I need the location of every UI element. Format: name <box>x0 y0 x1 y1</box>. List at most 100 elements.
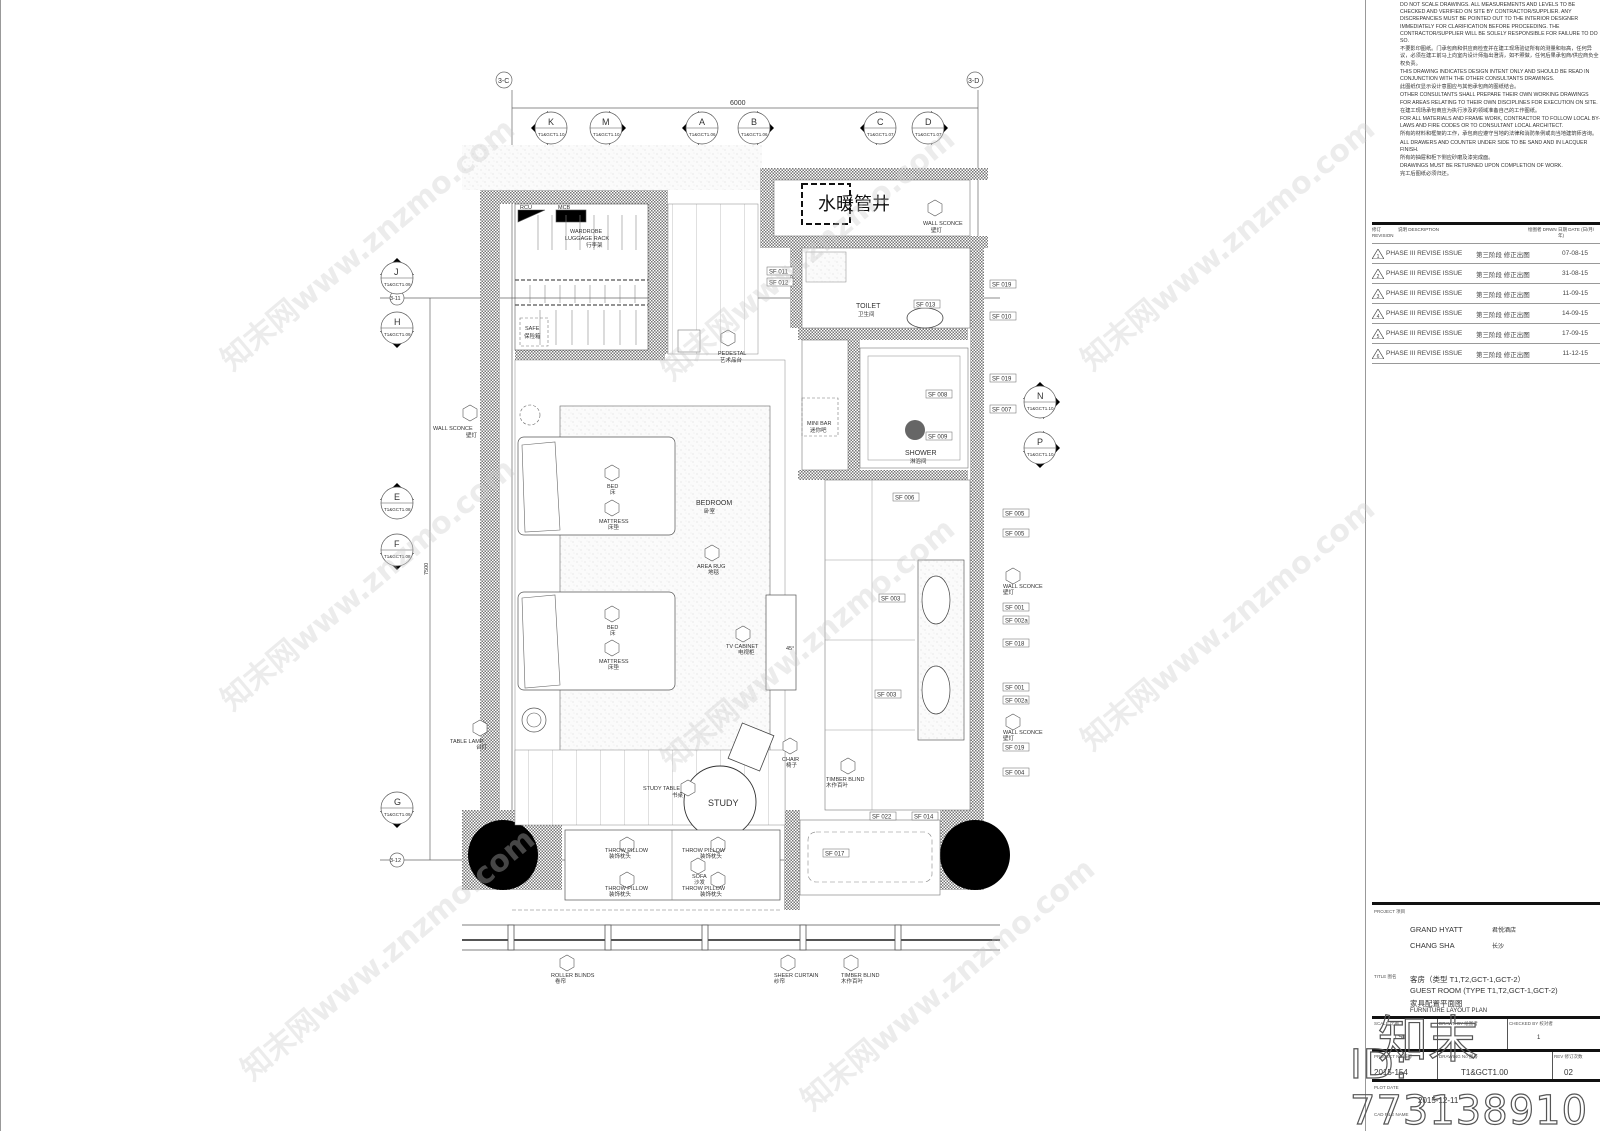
tag-throw-pillow-4[interactable]: THROW PILLOW 装饰枕头 <box>682 871 726 898</box>
luggage-rack-cn: 行李架 <box>586 241 603 249</box>
sf-tag[interactable]: SF 013 <box>913 299 941 309</box>
sf-tag[interactable]: SF 001 <box>1002 602 1030 612</box>
svg-text:N: N <box>1037 391 1044 401</box>
project-name-2: CHANG SHA <box>1410 941 1455 950</box>
sf-tag[interactable]: SF 003 <box>878 593 906 603</box>
sf-tag[interactable]: SF 005 <box>1002 508 1030 518</box>
sf-tag[interactable]: SF 022 <box>869 811 897 821</box>
section-marker-h[interactable]: H T1&GCT1.09 <box>380 311 414 348</box>
note: FOR ALL MATERIALS AND FRAME WORK, CONTRA… <box>1400 116 1600 130</box>
section-marker-a[interactable]: A T1&GCT1.06 <box>682 111 719 145</box>
tag-bed-upper[interactable]: BED 床 <box>604 464 620 496</box>
revision-triangle-icon: 6 <box>1372 348 1384 360</box>
sf-tag[interactable]: SF 012 <box>766 277 794 287</box>
section-marker-b[interactable]: B T1&GCT1.06 <box>737 111 774 145</box>
wall-sconce-bedroom <box>519 404 541 426</box>
toilet-cn: 卫生间 <box>858 310 875 318</box>
tag-throw-pillow-2[interactable]: THROW PILLOW 装饰枕头 <box>682 836 726 860</box>
sf-tag[interactable]: SF 009 <box>925 431 953 441</box>
vanity-grid <box>825 480 915 810</box>
tag-wall-sconce-vanity-1[interactable]: WALL SCONCE 壁灯 <box>1003 567 1043 596</box>
svg-text:D: D <box>925 117 932 127</box>
sf-tag[interactable]: SF 006 <box>892 492 920 502</box>
tag-sheer-curtain[interactable]: SHEER CURTAIN 纱帘 <box>774 954 818 985</box>
sf-tag[interactable]: SF 014 <box>911 811 939 821</box>
svg-text:SF 009: SF 009 <box>928 435 948 441</box>
note: 此图纸仅显示设计意图应与其他承包商的图纸结合。 <box>1400 84 1520 91</box>
sf-tag[interactable]: SF 017 <box>822 848 850 858</box>
sf-tag[interactable]: SF 010 <box>989 311 1017 321</box>
tag-pedestal[interactable]: PEDESTAL 艺术品台 <box>718 329 746 364</box>
svg-text:SF 010: SF 010 <box>992 315 1012 321</box>
sf-tag[interactable]: SF 019 <box>989 279 1017 289</box>
sf-tag[interactable]: SF 002a <box>1002 615 1030 625</box>
tag-table-lamp[interactable]: TABLE LAMP 台灯 <box>450 719 488 751</box>
sf-tag[interactable]: SF 002a <box>1002 695 1030 705</box>
tag-study-table[interactable]: STUDY TABLE 书桌 <box>643 779 696 799</box>
section-marker-d[interactable]: D T1&GCT1.07 <box>911 111 948 145</box>
mini-bar-box <box>801 397 839 437</box>
section-marker-k[interactable]: K T1&GCT1.10 <box>531 111 568 145</box>
section-marker-g[interactable]: G T1&GCT1.09 <box>380 791 414 828</box>
title-en: GUEST ROOM (TYPE T1,T2,GCT-1,GCT-2) <box>1410 986 1558 995</box>
dim-6000: 6000 <box>730 100 746 107</box>
tag-wall-sconce-bedroom[interactable]: WALL SCONCE 壁灯 <box>433 404 478 439</box>
id-watermark: ID: 773138910 <box>1349 1041 1589 1134</box>
mini-bar-label: MINI BAR <box>807 421 831 427</box>
svg-text:MATTRESS: MATTRESS <box>599 519 629 525</box>
svg-text:床垫: 床垫 <box>608 523 620 531</box>
svg-text:壁灯: 壁灯 <box>931 226 943 234</box>
tag-wall-sconce-shaft[interactable]: WALL SCONCE 壁灯 <box>923 199 963 234</box>
tag-timber-blind-study[interactable]: TIMBER BLIND 木作百叶 <box>826 757 865 789</box>
sf-tag[interactable]: SF 004 <box>1002 767 1030 777</box>
section-marker-j[interactable]: J T1&GCT1.09 <box>380 258 414 295</box>
tag-throw-pillow-3[interactable]: THROW PILLOW 装饰枕头 <box>605 871 649 898</box>
tag-bed-lower[interactable]: BED 床 <box>604 605 620 637</box>
svg-text:TV CABINET: TV CABINET <box>726 644 759 650</box>
tag-roller-blinds[interactable]: ROLLER BLINDS 卷帘 <box>551 954 595 985</box>
sf-tag[interactable]: SF 005 <box>1002 528 1030 538</box>
section-marker-p[interactable]: P T1&GCT1.10 <box>1023 431 1060 468</box>
svg-text:T1&GCT1.10: T1&GCT1.10 <box>1027 406 1054 411</box>
tag-sofa[interactable]: SOFA 沙发 <box>690 857 707 886</box>
svg-text:B: B <box>751 117 757 127</box>
sf-tag[interactable]: SF 011 <box>766 266 794 276</box>
sf-tag[interactable]: SF 003 <box>874 689 902 699</box>
tag-wall-sconce-vanity-2[interactable]: WALL SCONCE 壁灯 <box>1003 713 1043 742</box>
section-marker-n[interactable]: N T1&GCT1.10 <box>1023 382 1060 419</box>
svg-text:木作百叶: 木作百叶 <box>826 781 849 789</box>
sf-tag[interactable]: SF 008 <box>925 389 953 399</box>
sf-tag[interactable]: SF 001 <box>1002 682 1030 692</box>
sf-tag[interactable]: SF 019 <box>989 373 1017 383</box>
svg-text:SF 002a: SF 002a <box>1005 699 1028 705</box>
project-name-1: GRAND HYATT <box>1410 925 1463 934</box>
exterior-slab <box>462 145 762 190</box>
sf-tag[interactable]: SF 018 <box>1002 638 1030 648</box>
project-no-row: PROJECT No 编号 2015-154 DRAWING No 图号 T1&… <box>1372 1049 1600 1082</box>
svg-text:T1&GCT1.06: T1&GCT1.06 <box>741 132 768 137</box>
tag-throw-pillow-1[interactable]: THROW PILLOW 装饰枕头 <box>605 836 649 860</box>
tag-mattress-lower[interactable]: MATTRESS 床垫 <box>599 639 629 671</box>
note: THIS DRAWING INDICATES DESIGN INTENT ONL… <box>1400 68 1590 83</box>
tag-area-rug[interactable]: AREA RUG 地毯 <box>697 544 725 576</box>
section-marker-e[interactable]: E T1&GCT1.08 <box>380 483 414 520</box>
mini-bar-area <box>801 339 849 471</box>
wardrobe <box>514 203 649 351</box>
svg-text:T1&GCT1.06: T1&GCT1.06 <box>689 132 716 137</box>
shaft-label: 水暖管井 <box>818 194 890 215</box>
svg-text:F: F <box>394 539 400 549</box>
svg-text:床: 床 <box>610 488 616 496</box>
sf-tag[interactable]: SF 019 <box>1002 742 1030 752</box>
section-marker-m[interactable]: M T1&GCT1.10 <box>589 111 626 145</box>
tag-chair[interactable]: CHAIR 椅子 <box>782 737 799 769</box>
title-block-border <box>1365 0 1366 1131</box>
axis-3d-label: 3-D <box>968 78 979 85</box>
tag-tv-cabinet[interactable]: TV CABINET 电视柜 <box>726 625 759 656</box>
svg-text:SF 008: SF 008 <box>928 393 948 399</box>
tag-mattress-upper[interactable]: MATTRESS 床垫 <box>599 499 629 531</box>
tag-timber-blind-window[interactable]: TIMBER BLIND 木作百叶 <box>841 954 880 985</box>
sf-tag[interactable]: SF 007 <box>989 404 1017 414</box>
section-marker-c[interactable]: C T1&GCT1.07 <box>860 111 897 145</box>
sofa <box>564 829 781 901</box>
section-marker-f[interactable]: F T1&GCT1.08 <box>380 533 414 570</box>
